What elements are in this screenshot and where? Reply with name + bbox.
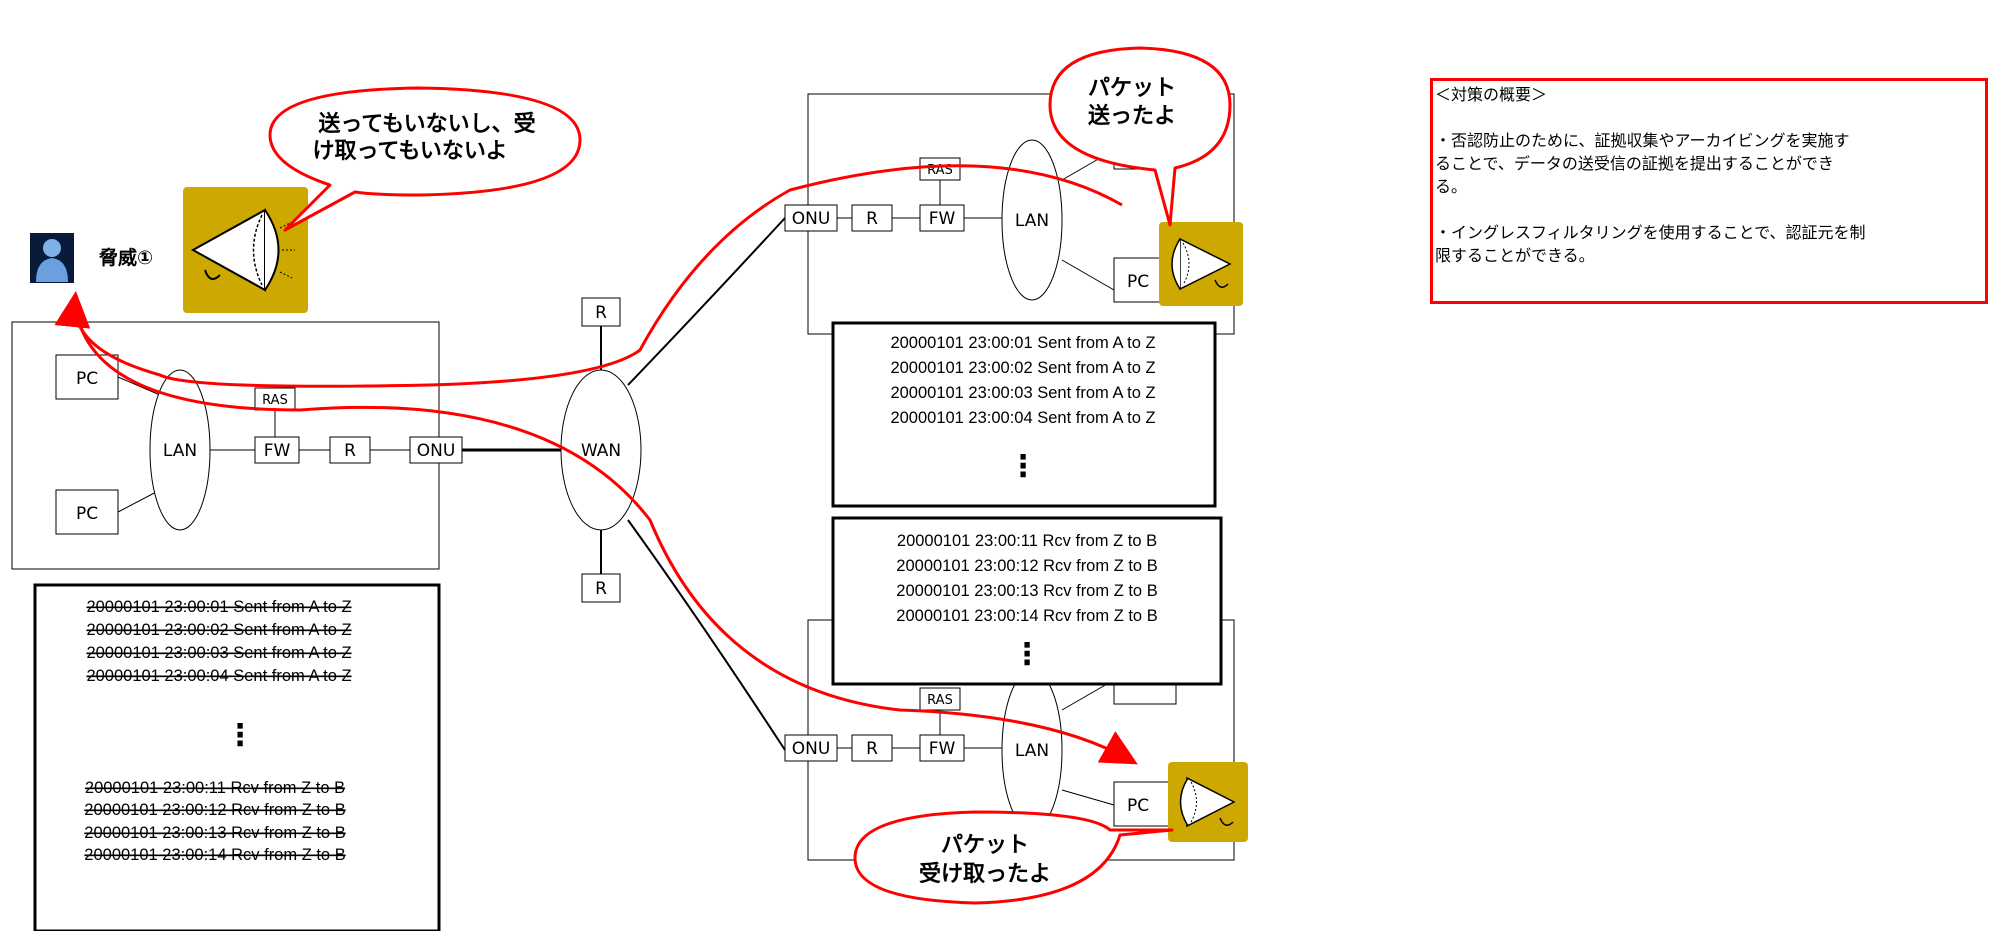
deleted-log-line: 20000101 23:00:12 Rcv from Z to B xyxy=(84,801,345,819)
note-item2-cont: 限することができる。 xyxy=(1435,246,1595,265)
log-line: 20000101 23:00:13 Rcv from Z to B xyxy=(896,582,1157,600)
bottom-megaphone-icon xyxy=(1168,762,1248,842)
top-onu: ONU xyxy=(784,204,838,232)
left-router: R xyxy=(329,436,371,464)
log-line: 20000101 23:00:04 Sent from A to Z xyxy=(890,409,1155,427)
svg-text:RAS: RAS xyxy=(262,393,288,408)
svg-text:LAN: LAN xyxy=(163,441,197,461)
svg-text:ONU: ONU xyxy=(792,739,831,759)
bottom-pc: PC xyxy=(1113,781,1177,827)
threat-user-icon xyxy=(30,233,74,283)
wan-router-top: R xyxy=(581,297,621,327)
deleted-log-line: 20000101 23:00:14 Rcv from Z to B xyxy=(84,846,345,864)
deleted-log-line: 20000101 23:00:11 Rcv from Z to B xyxy=(85,779,345,797)
top-fw: FW xyxy=(919,204,965,232)
svg-text:R: R xyxy=(866,739,878,759)
note-item1: ・否認防止のために、証拠収集やアーカイビングを実施す xyxy=(1435,131,1850,150)
countermeasure-summary-box: ＜対策の概要＞ ・否認防止のために、証拠収集やアーカイビングを実施す ることで、… xyxy=(1430,78,1988,304)
log-line: 20000101 23:00:14 Rcv from Z to B xyxy=(896,607,1157,625)
deleted-log: 20000101 23:00:01 Sent from A to Z 20000… xyxy=(33,583,441,931)
top-lan: LAN xyxy=(1001,139,1063,301)
attack-path-arrow-bottom xyxy=(78,324,1138,765)
sent-bubble-line1: パケット xyxy=(1088,76,1176,101)
log-ellipsis: ⋮ xyxy=(1012,637,1042,672)
note-title: ＜対策の概要＞ xyxy=(1435,85,1548,104)
threat-bubble-line1: 送ってもいないし、受 xyxy=(318,111,535,137)
log-ellipsis: ⋮ xyxy=(225,718,255,753)
wan-cloud: WAN xyxy=(560,369,642,531)
svg-text:LAN: LAN xyxy=(1015,741,1049,761)
left-pc-top: PC xyxy=(55,354,119,400)
svg-text:LAN: LAN xyxy=(1015,211,1049,231)
top-sent-log: 20000101 23:00:01 Sent from A to Z 20000… xyxy=(831,321,1217,508)
svg-text:WAN: WAN xyxy=(581,441,621,461)
svg-text:ONU: ONU xyxy=(417,441,456,461)
threat-label: 脅威① xyxy=(98,246,153,269)
attack-path-arrow-top xyxy=(54,164,1123,388)
svg-text:R: R xyxy=(344,441,356,461)
svg-text:R: R xyxy=(595,303,607,323)
left-lan: LAN xyxy=(149,369,211,531)
top-megaphone-icon xyxy=(1159,222,1243,306)
svg-text:PC: PC xyxy=(1127,796,1149,816)
note-item1-end: る。 xyxy=(1435,177,1468,196)
note-item2: ・イングレスフィルタリングを使用することで、認証元を制 xyxy=(1435,223,1866,242)
log-line: 20000101 23:00:11 Rcv from Z to B xyxy=(897,532,1157,550)
threat-speech-bubble: 送ってもいないし、受 け取ってもいないよ xyxy=(268,86,582,232)
bottom-router: R xyxy=(851,734,893,762)
svg-text:PC: PC xyxy=(76,369,98,389)
svg-text:PC: PC xyxy=(76,504,98,524)
svg-text:R: R xyxy=(866,209,878,229)
svg-text:R: R xyxy=(595,579,607,599)
deleted-log-line: 20000101 23:00:13 Rcv from Z to B xyxy=(84,824,345,842)
received-bubble-line1: パケット xyxy=(941,833,1029,858)
top-router: R xyxy=(851,204,893,232)
svg-text:FW: FW xyxy=(929,209,956,229)
left-pc-bottom: PC xyxy=(55,489,119,535)
received-bubble-line2: 受け取ったよ xyxy=(919,861,1051,887)
left-ras: RAS xyxy=(254,387,296,411)
sent-bubble-line2: 送ったよ xyxy=(1088,103,1176,129)
bottom-fw: FW xyxy=(919,734,965,762)
bottom-onu: ONU xyxy=(784,734,838,762)
bottom-lan: LAN xyxy=(1001,669,1063,831)
top-ras: RAS xyxy=(919,157,961,181)
log-line: 20000101 23:00:02 Sent from A to Z xyxy=(890,359,1155,377)
log-line: 20000101 23:00:03 Sent from A to Z xyxy=(890,384,1155,402)
received-speech-bubble: パケット 受け取ったよ xyxy=(853,810,1174,905)
log-ellipsis: ⋮ xyxy=(1008,449,1038,484)
left-fw: FW xyxy=(254,436,300,464)
left-onu: ONU xyxy=(409,436,463,464)
deleted-log-line: 20000101 23:00:04 Sent from A to Z xyxy=(86,667,351,685)
wan-router-bottom: R xyxy=(581,573,621,603)
threat-megaphone-icon xyxy=(183,187,308,313)
svg-text:PC: PC xyxy=(1127,272,1149,292)
svg-text:FW: FW xyxy=(929,739,956,759)
deleted-log-line: 20000101 23:00:03 Sent from A to Z xyxy=(86,644,351,662)
deleted-log-line: 20000101 23:00:01 Sent from A to Z xyxy=(86,598,351,616)
sent-speech-bubble: パケット 送ったよ xyxy=(1048,46,1232,227)
svg-text:FW: FW xyxy=(264,441,291,461)
svg-text:RAS: RAS xyxy=(927,693,953,708)
svg-text:ONU: ONU xyxy=(792,209,831,229)
log-line: 20000101 23:00:01 Sent from A to Z xyxy=(890,334,1155,352)
bottom-ras: RAS xyxy=(919,687,961,711)
bottom-received-log: 20000101 23:00:11 Rcv from Z to B 200001… xyxy=(831,516,1223,686)
note-item1-cont: ることで、データの送受信の証拠を提出することができ xyxy=(1435,154,1834,173)
log-line: 20000101 23:00:12 Rcv from Z to B xyxy=(896,557,1157,575)
deleted-log-line: 20000101 23:00:02 Sent from A to Z xyxy=(86,621,351,639)
threat-bubble-line2: け取ってもいないよ xyxy=(313,139,508,164)
